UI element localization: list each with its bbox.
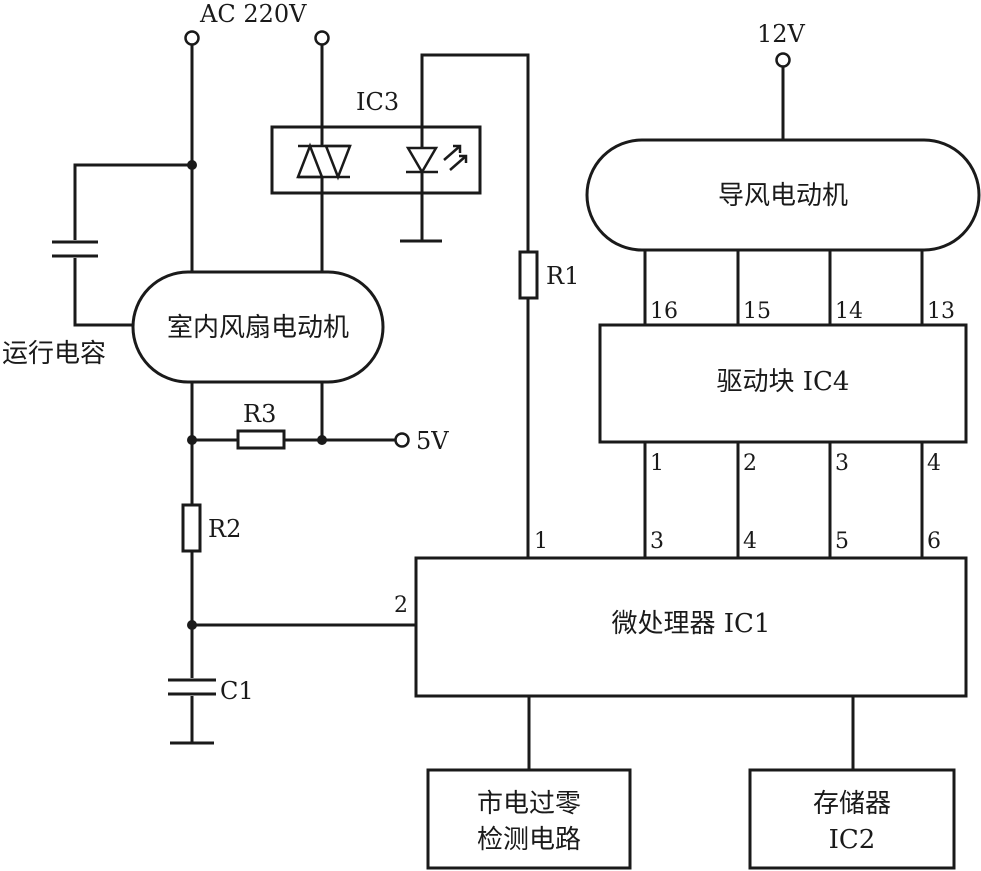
memory-ic2: [748, 768, 956, 870]
mcu-pin-label: 6: [927, 529, 941, 554]
driver-pin-label: 1: [650, 451, 664, 476]
junction-dot: [187, 435, 197, 445]
memory-label-line2: IC2: [829, 825, 876, 855]
mcu-pin-label: 1: [534, 529, 548, 554]
r1-label: R1: [546, 262, 579, 290]
ac-terminal-right: [314, 30, 330, 46]
indoor-fan-motor: [131, 270, 385, 384]
driver-pin-label: 4: [927, 451, 941, 476]
driver-pin-label: 13: [927, 299, 955, 324]
zero-cross-label-line1: 市电过零: [477, 789, 581, 819]
ac-terminal-left: [184, 30, 200, 46]
junction-dot: [187, 160, 197, 170]
ic3-label: IC3: [356, 88, 399, 116]
run-capacitor-label: 运行电容: [2, 339, 106, 369]
mcu-pin-label: 3: [650, 529, 664, 554]
c1-label: C1: [220, 677, 254, 705]
resistor-r2: [181, 503, 202, 553]
triac-symbol: [296, 142, 352, 181]
led-anode-to-r1-wire: [420, 53, 530, 252]
5v-label: 5V: [416, 427, 449, 455]
driver-pin-label: 15: [743, 299, 771, 324]
memory-label-line1: 存储器: [813, 789, 891, 819]
driver-pin-label: 2: [743, 451, 757, 476]
12v-label: 12V: [757, 20, 806, 48]
vane-motor: [585, 138, 981, 252]
resistor-r3: [236, 429, 286, 450]
5v-terminal: [394, 432, 410, 448]
junction-dot: [317, 435, 327, 445]
ac-220v-label: AC 220V: [199, 0, 307, 28]
microprocessor-ic1: [414, 556, 968, 698]
driver-ic4: [598, 323, 968, 444]
mcu-pin-label: 2: [394, 593, 408, 618]
ic3-optocoupler: [270, 125, 482, 195]
resistor-r1: [518, 250, 539, 300]
run-capacitor-top-wire: [73, 163, 192, 240]
r2-label: R2: [208, 515, 241, 543]
zero-cross-label-line2: 检测电路: [477, 825, 581, 855]
mcu-pin-label: 4: [743, 529, 757, 554]
microprocessor-ic1-label: 微处理器 IC1: [612, 609, 771, 639]
zero-cross-detector: [426, 768, 632, 870]
junction-dot: [187, 620, 197, 630]
run-capacitor-bottom-wire: [73, 258, 140, 327]
driver-ic4-label: 驱动块 IC4: [717, 367, 850, 397]
driver-pin-label: 3: [835, 451, 849, 476]
driver-pin-label: 14: [835, 299, 863, 324]
vane-motor-label: 导风电动机: [718, 181, 848, 211]
indoor-fan-motor-label: 室内风扇电动机: [167, 313, 349, 343]
driver-pin-label: 16: [650, 299, 678, 324]
12v-terminal: [775, 52, 791, 68]
r3-label: R3: [243, 400, 276, 428]
mcu-pin-label: 5: [835, 529, 849, 554]
